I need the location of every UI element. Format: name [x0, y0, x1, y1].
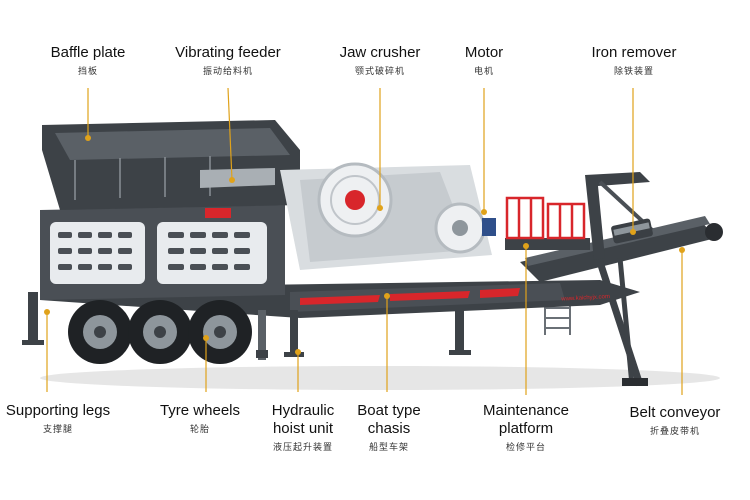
label-en: Tyre wheels [159, 402, 241, 419]
label-tyre-wheels: Tyre wheels 轮胎 [150, 402, 250, 435]
label-en: Baffle plate [50, 44, 126, 61]
label-cn: 支撑腿 [42, 424, 73, 434]
supporting-legs [22, 292, 471, 357]
tyre-wheels [68, 300, 252, 364]
label-jaw-crusher: Jaw crusher 颚式破碎机 [330, 44, 430, 77]
label-cn: 折叠皮带机 [649, 426, 700, 436]
jaw-crusher [280, 162, 496, 270]
label-cn: 轮胎 [189, 424, 210, 434]
label-en: Belt conveyor [629, 404, 721, 421]
ground-shadow [40, 366, 720, 390]
label-cn: 挡板 [77, 66, 98, 76]
label-en: Jaw crusher [339, 44, 421, 61]
label-belt-conveyor: Belt conveyor 折叠皮带机 [620, 404, 730, 437]
label-en: Maintenance platform [483, 402, 569, 437]
leader-lines [46, 87, 683, 395]
leader-dots [44, 135, 685, 355]
label-iron-remover: Iron remover 除铁装置 [580, 44, 688, 77]
label-en: Motor [464, 44, 504, 61]
label-cn: 除铁装置 [613, 66, 654, 76]
label-en: Hydraulic hoist unit [271, 402, 335, 437]
chassis-website-text: www.kaichyjx.com [560, 294, 610, 303]
hydraulic-hoist-unit [256, 310, 268, 360]
label-en: Boat type chasis [357, 402, 421, 437]
vibrating-feeder-hopper [42, 120, 300, 210]
label-hydraulic-hoist-unit: Hydraulic hoist unit 液压起升装置 [262, 402, 344, 453]
label-cn: 电机 [473, 66, 494, 76]
label-vibrating-feeder: Vibrating feeder 振动给料机 [166, 44, 290, 77]
label-cn: 颚式破碎机 [354, 66, 405, 76]
label-boat-type-chasis: Boat type chasis 船型车架 [350, 402, 428, 453]
label-en: Iron remover [591, 44, 677, 61]
label-cn: 振动给料机 [202, 66, 253, 76]
label-supporting-legs: Supporting legs 支撑腿 [0, 402, 116, 435]
label-cn: 液压起升装置 [272, 442, 333, 452]
label-en: Vibrating feeder [175, 44, 281, 61]
label-motor: Motor 电机 [450, 44, 518, 77]
label-baffle-plate: Baffle plate 挡板 [38, 44, 138, 77]
label-cn: 船型车架 [368, 442, 409, 452]
label-en: Supporting legs [5, 402, 111, 419]
feeder-body [40, 205, 285, 300]
label-cn: 检修平台 [505, 442, 546, 452]
label-maintenance-platform: Maintenance platform 检修平台 [476, 402, 576, 453]
